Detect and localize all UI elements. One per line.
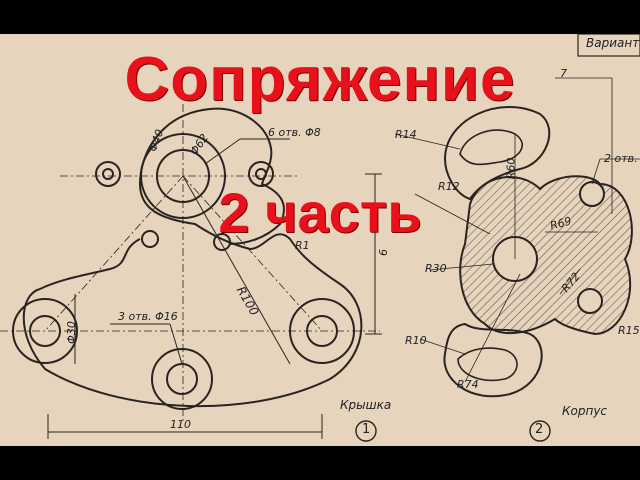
part-1-center-lines bbox=[0, 104, 380, 424]
part-1-cover bbox=[12, 107, 363, 410]
dim-phi30: Φ30 bbox=[64, 321, 78, 344]
part-2-leaders bbox=[394, 77, 640, 383]
dim-r74: R74 bbox=[457, 378, 479, 391]
part-2-body bbox=[443, 105, 633, 398]
dim-r12: R12 bbox=[438, 180, 460, 193]
title-line-1: Сопряжение bbox=[124, 45, 516, 114]
holes-2-label: 2 отв. bbox=[604, 152, 638, 165]
holes-16-label: 3 отв. Φ16 bbox=[118, 310, 178, 323]
dim-r1: R1 bbox=[295, 239, 310, 252]
variant-box bbox=[577, 34, 640, 57]
dim-110: 110 bbox=[170, 418, 191, 431]
number-circles bbox=[355, 420, 551, 442]
dim-r30: R30 bbox=[425, 262, 447, 275]
variant-label: Вариант bbox=[586, 36, 640, 50]
part-2-name: Корпус bbox=[562, 404, 608, 418]
holes-8-label: 6 отв. Φ8 bbox=[268, 126, 321, 139]
part-2-number: 2 bbox=[535, 422, 544, 437]
part-1-number: 1 bbox=[362, 422, 371, 437]
technical-drawing bbox=[0, 34, 640, 442]
dim-top-7: 7 bbox=[560, 67, 567, 80]
dim-r14: R14 bbox=[395, 128, 417, 141]
dim-r15: R15 bbox=[618, 324, 640, 337]
title-line-2: 2 часть bbox=[218, 181, 422, 244]
dim-6: 6 bbox=[377, 249, 390, 256]
dim-r10: R10 bbox=[405, 334, 427, 347]
drawing-sheet: Вариант 7 Φ40 Φ62 6 отв. Φ8 R1 6 R100 3 … bbox=[0, 34, 640, 446]
dim-r60: R60 bbox=[504, 157, 518, 180]
part-1-name: Крышка bbox=[340, 398, 392, 412]
part-1-dimensions bbox=[47, 138, 382, 439]
